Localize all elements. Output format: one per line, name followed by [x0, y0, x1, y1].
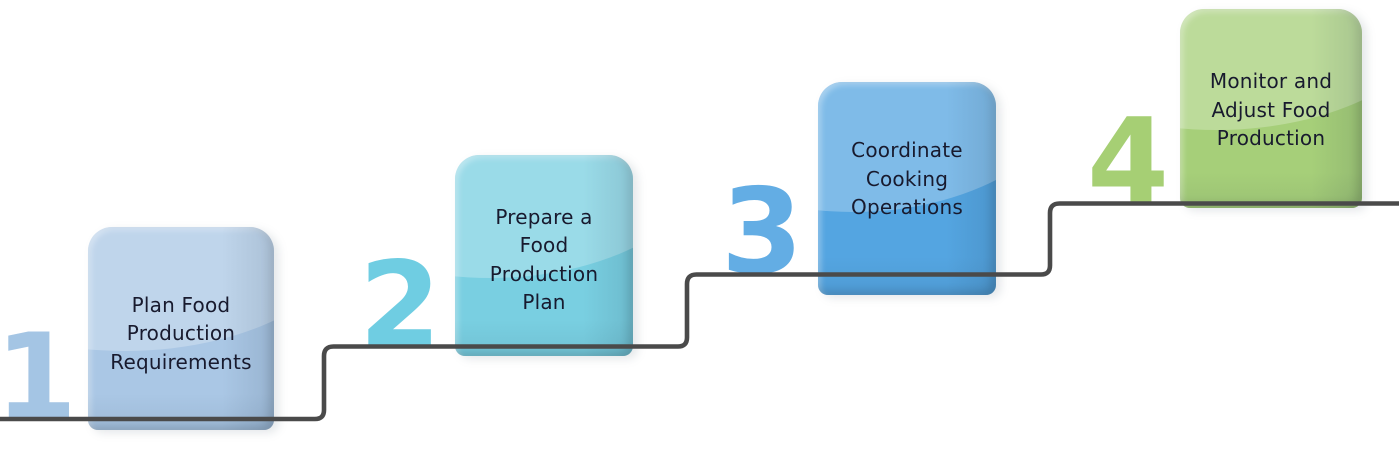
step-number-3: 3	[721, 163, 803, 301]
step-card-2-label: Prepare a Food Production Plan	[489, 204, 599, 314]
step-card-3-label: Coordinate Cooking Operations	[851, 138, 963, 220]
step-number-2: 2	[359, 236, 441, 374]
step-card-2: Prepare a Food Production Plan	[455, 155, 633, 356]
step-card-4-label: Monitor and Adjust Food Production	[1209, 69, 1333, 151]
step-number-1: 1	[0, 308, 77, 446]
step-card-4: Monitor and Adjust Food Production	[1180, 9, 1362, 208]
step-number-4: 4	[1087, 92, 1169, 230]
step-card-1-label: Plan Food Production Requirements	[110, 292, 252, 374]
step-card-3: Coordinate Cooking Operations	[818, 82, 996, 295]
step-card-1: Plan Food Production Requirements	[88, 227, 274, 430]
